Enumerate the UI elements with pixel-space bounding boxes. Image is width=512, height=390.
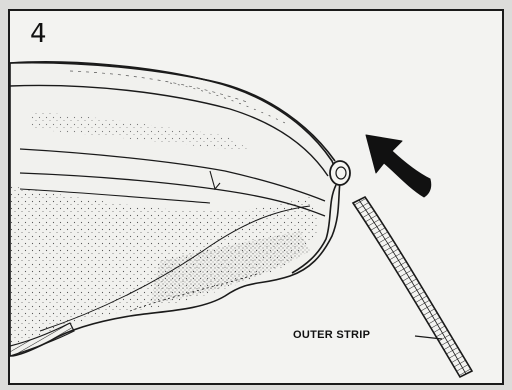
- outer-strip: [353, 197, 472, 377]
- illustration-panel: 4 OUTER STRIP: [8, 9, 504, 385]
- outer-strip-label: OUTER STRIP: [293, 329, 370, 341]
- step-number: 4: [30, 21, 47, 47]
- illustration-drawing: [10, 11, 504, 385]
- direction-arrow-icon: [366, 135, 431, 197]
- tube-end-cap: [330, 161, 350, 185]
